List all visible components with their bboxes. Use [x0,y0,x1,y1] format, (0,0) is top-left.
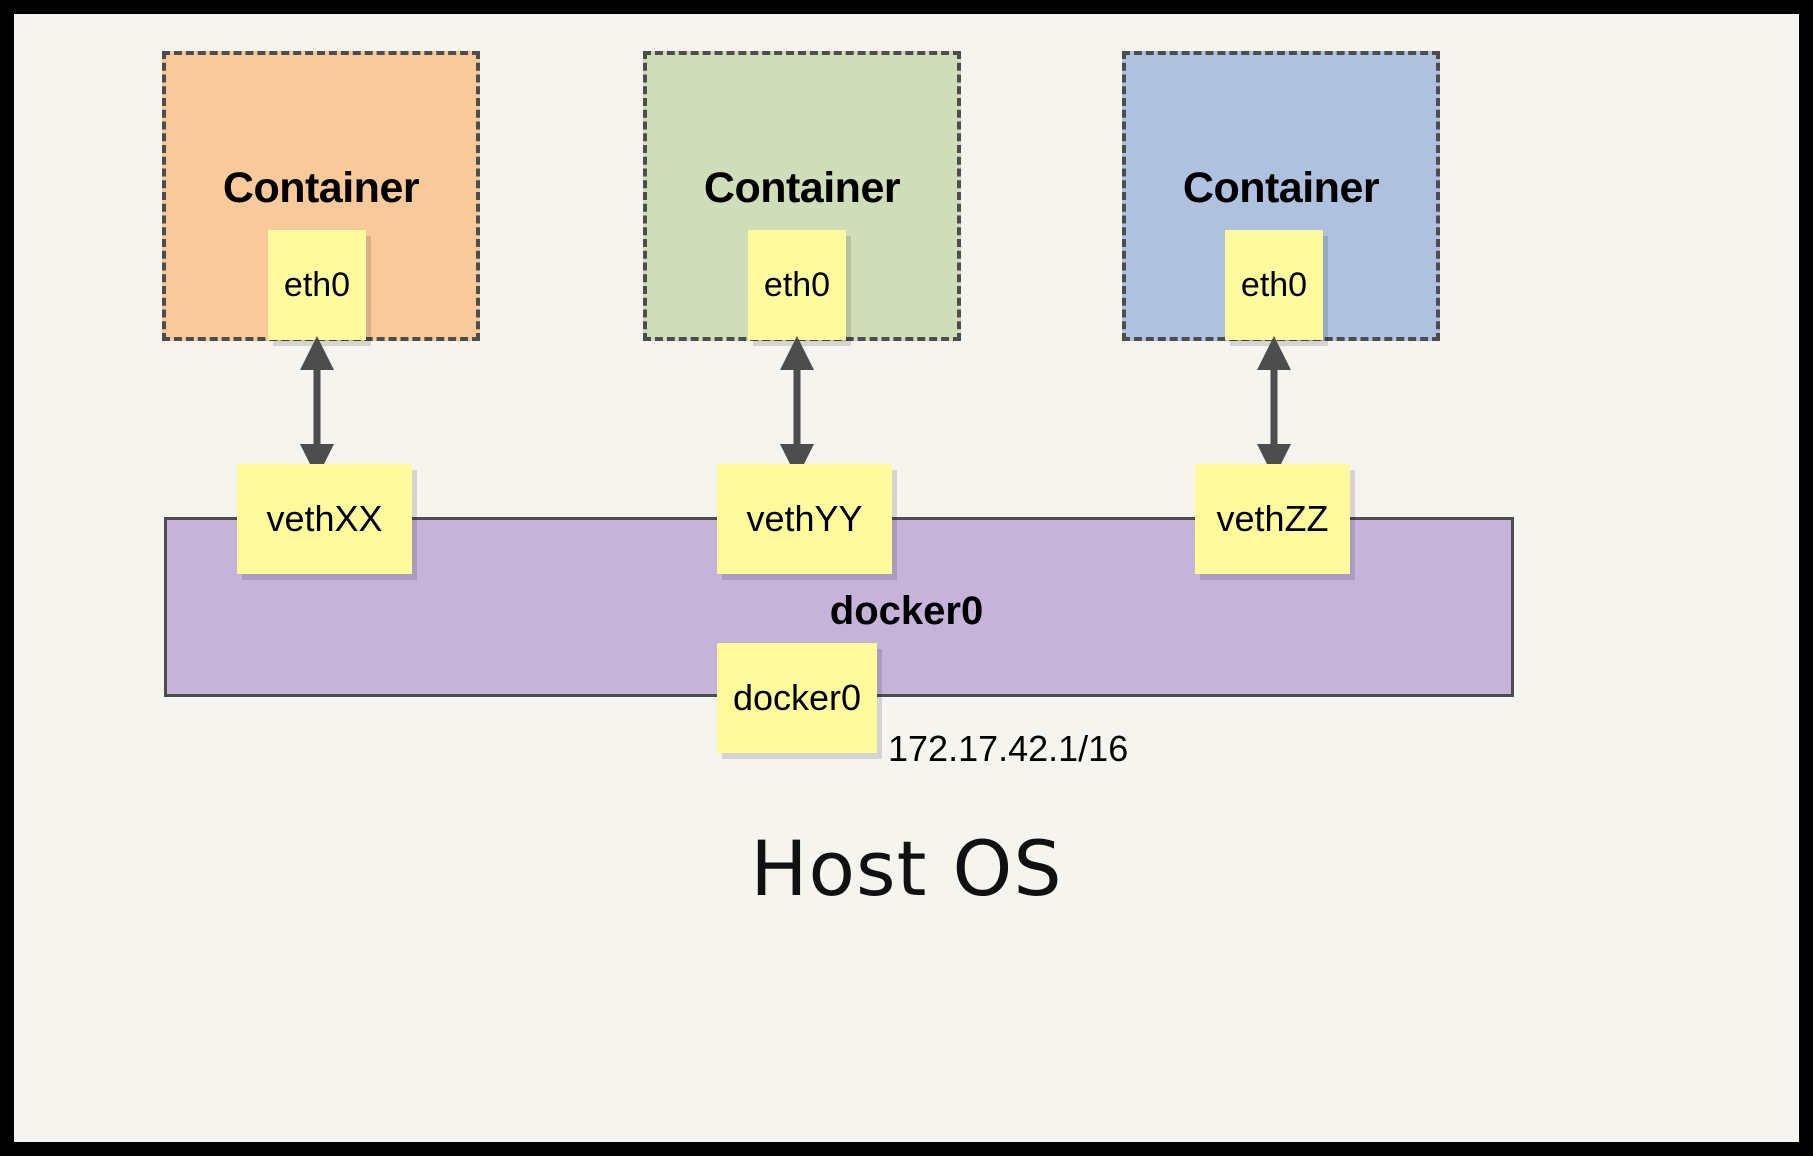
link-arrow-2 [780,336,814,478]
docker0-ip-label: 172.17.42.1/16 [888,728,1129,769]
eth0-note-2[interactable]: eth0 [748,230,846,340]
docker0-port-note[interactable]: docker0 [717,643,877,753]
veth-note-3[interactable]: vethZZ [1195,464,1350,574]
container-title-3: Container [1182,164,1380,212]
eth0-note-1[interactable]: eth0 [268,230,366,340]
link-arrow-3 [1257,336,1291,478]
docker0-bridge-label: docker0 [829,589,984,633]
container-title-1: Container [222,164,420,212]
eth0-note-3[interactable]: eth0 [1225,230,1323,340]
veth-note-1[interactable]: vethXX [237,464,412,574]
veth-note-2[interactable]: vethYY [717,464,892,574]
host-os-area: docker0 Container Container Container et… [14,14,1799,1142]
link-arrow-1 [300,336,334,478]
host-os-title: Host OS [750,824,1063,913]
container-title-2: Container [703,164,901,212]
